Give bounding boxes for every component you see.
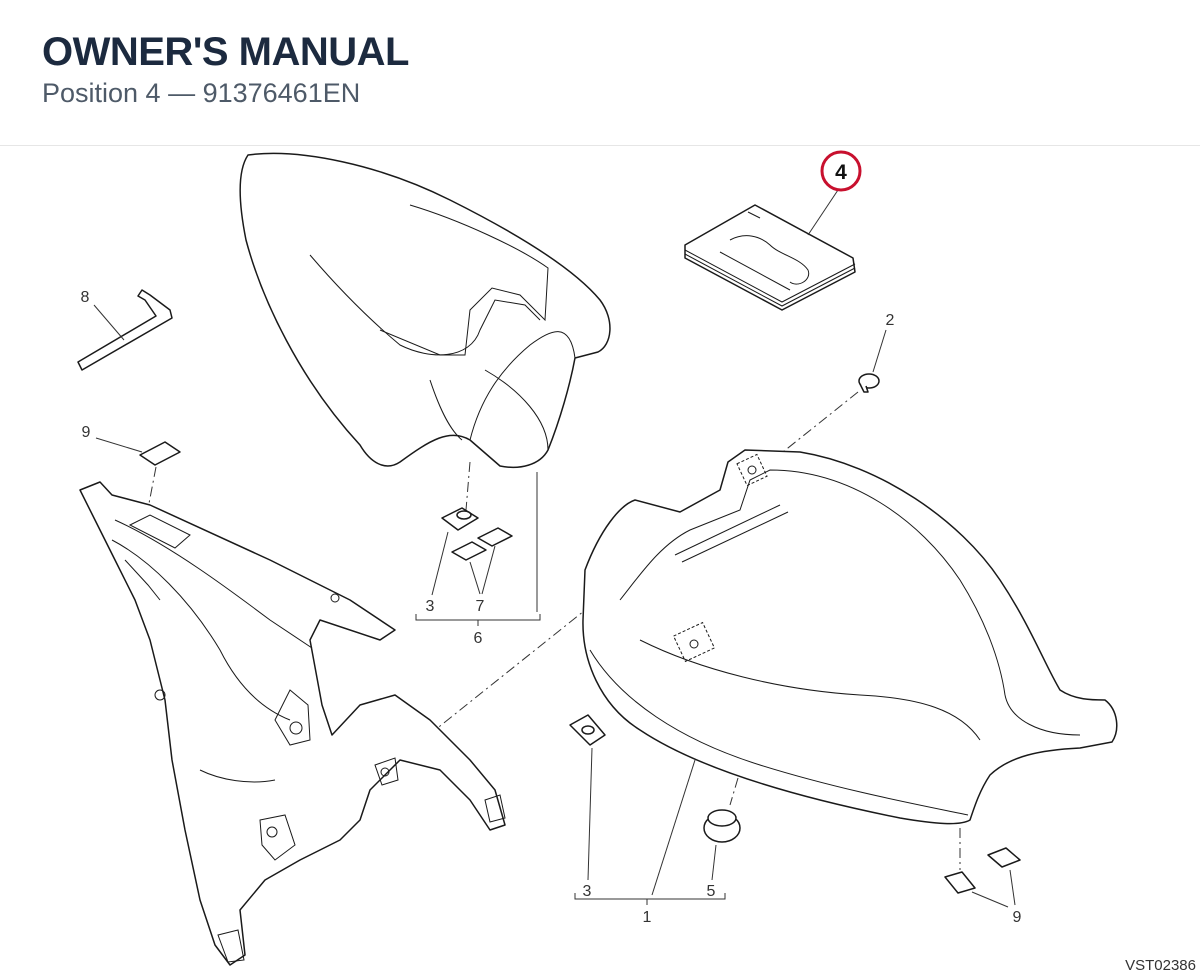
label-screw: 2 <box>886 312 895 329</box>
drawing-reference: VST02386 <box>1125 957 1196 974</box>
page-title: OWNER'S MANUAL <box>42 30 409 74</box>
label-pads-pair: 7 <box>476 598 485 615</box>
label-clip-left: 3 <box>426 598 435 615</box>
label-allen-key: 8 <box>81 289 90 306</box>
callout-position-4: 4 <box>807 150 862 236</box>
rider-seat <box>582 449 1118 825</box>
parts-group-left: 3 7 6 <box>415 461 541 647</box>
label-pad-right: 9 <box>1013 909 1022 926</box>
rear-seat-cover <box>239 152 611 469</box>
label-group-left: 6 <box>474 630 483 647</box>
screw: 2 <box>858 312 895 393</box>
page-subtitle: Position 4 — 91376461EN <box>42 78 361 108</box>
header: OWNER'S MANUAL Position 4 — 91376461EN <box>0 0 1200 146</box>
label-pad-left: 9 <box>82 424 91 441</box>
label-clip-right: 3 <box>583 883 592 900</box>
rear-subframe <box>79 481 506 966</box>
callout-label: 4 <box>835 161 847 184</box>
label-group-right: 1 <box>643 909 652 926</box>
callout-circle <box>820 150 862 192</box>
owners-manual-booklet <box>684 204 856 311</box>
label-bumper: 5 <box>707 883 716 900</box>
allen-key: 8 <box>77 289 173 371</box>
parts-group-right: 3 5 1 9 <box>569 714 1022 926</box>
